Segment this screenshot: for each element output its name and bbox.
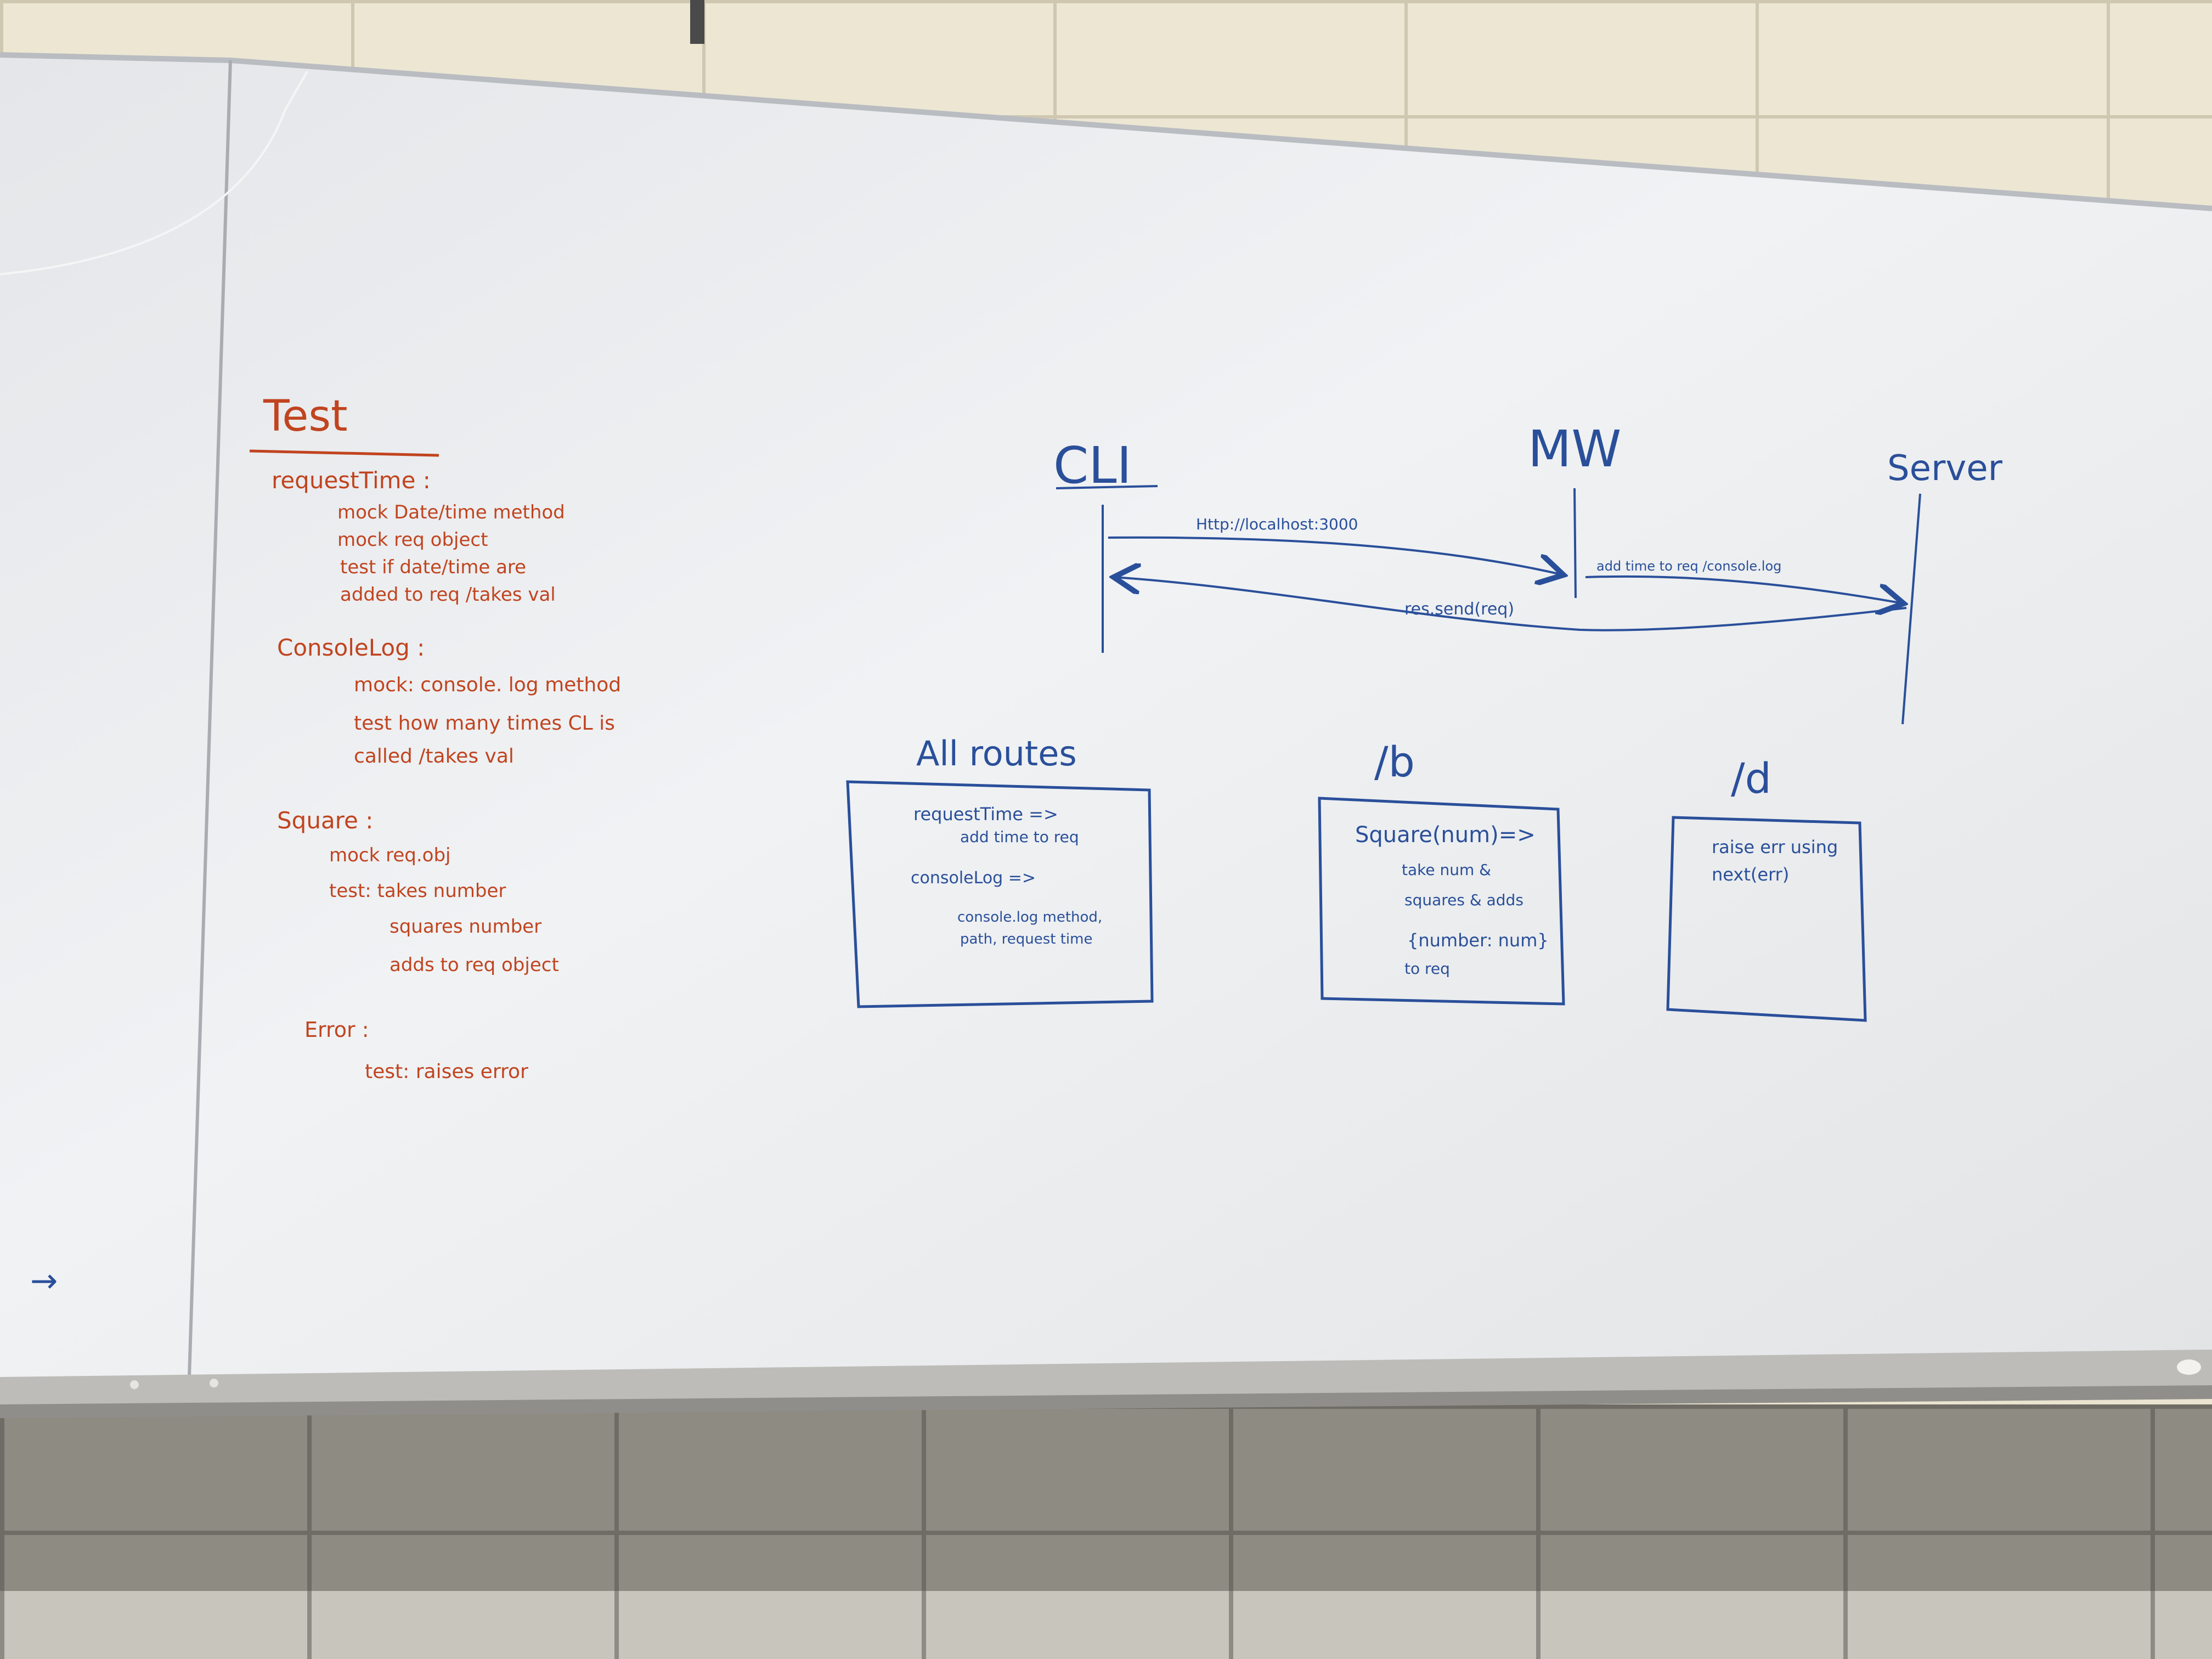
test-item-line: mock req object bbox=[337, 529, 488, 551]
panel-divider bbox=[188, 60, 232, 1378]
message-arrow bbox=[1585, 575, 1904, 603]
test-item-heading: Square : bbox=[277, 807, 373, 834]
test-item-line: adds to req object bbox=[390, 954, 559, 976]
route-line: squares & adds bbox=[1404, 891, 1523, 909]
marker-on-tray bbox=[2177, 1359, 2201, 1375]
whiteboard-surface bbox=[0, 55, 2212, 1383]
route-line: next(err) bbox=[1712, 864, 1789, 885]
route-line: take num & bbox=[1402, 861, 1491, 879]
route-line: {number: num} bbox=[1407, 930, 1549, 951]
test-item-heading: ConsoleLog : bbox=[277, 634, 425, 661]
route-boxes: All routes requestTime => add time to re… bbox=[846, 733, 1867, 1022]
test-item-line: test: raises error bbox=[365, 1060, 528, 1083]
route-line: add time to req bbox=[960, 828, 1079, 846]
actor-label: CLI bbox=[1053, 436, 1132, 495]
message-arrow bbox=[1108, 536, 1564, 575]
test-item-line: added to req /takes val bbox=[340, 584, 556, 606]
test-item-line: test: takes number bbox=[329, 880, 506, 902]
test-item-line: called /takes val bbox=[354, 745, 514, 768]
sequence-diagram: CLI MW Server Http://localhost:3000 add … bbox=[1053, 420, 2003, 725]
route-line: Square(num)=> bbox=[1355, 822, 1536, 848]
route-box-all bbox=[846, 780, 1154, 1008]
actor-label: Server bbox=[1887, 448, 2003, 489]
route-title: /b bbox=[1374, 737, 1415, 786]
route-title: All routes bbox=[916, 733, 1077, 774]
test-item-line: mock: console. log method bbox=[354, 674, 621, 696]
test-item-line: mock req.obj bbox=[329, 844, 450, 866]
message-label: Http://localhost:3000 bbox=[1196, 515, 1358, 533]
route-line: requestTime => bbox=[913, 804, 1058, 825]
test-item-line: test how many times CL is bbox=[354, 712, 615, 735]
route-line: consoleLog => bbox=[911, 868, 1036, 888]
arrow-mark: → bbox=[30, 1262, 58, 1300]
test-item-heading: Error : bbox=[304, 1018, 369, 1042]
lifeline-mw bbox=[1573, 488, 1577, 599]
route-title: /d bbox=[1731, 754, 1771, 803]
wall-tile-row bbox=[0, 1591, 2212, 1659]
test-title: Test bbox=[263, 392, 348, 441]
route-line: console.log method, bbox=[957, 909, 1102, 926]
route-line: raise err using bbox=[1712, 837, 1838, 857]
message-label: add time to req /console.log bbox=[1596, 558, 1781, 574]
route-line: path, request time bbox=[960, 931, 1092, 947]
route-line: to req bbox=[1404, 960, 1450, 978]
message-label: res.send(req) bbox=[1404, 600, 1514, 619]
test-notes: Test requestTime : mock Date/time method… bbox=[249, 392, 621, 1083]
test-item-heading: requestTime : bbox=[272, 467, 431, 494]
test-item-line: mock Date/time method bbox=[337, 501, 565, 523]
lifeline-server bbox=[1901, 493, 1921, 725]
route-box-b bbox=[1318, 797, 1565, 1006]
route-box-d bbox=[1666, 816, 1867, 1022]
actor-label: MW bbox=[1528, 420, 1621, 478]
test-item-line: squares number bbox=[390, 916, 541, 938]
test-item-line: test if date/time are bbox=[340, 556, 526, 578]
message-arrow bbox=[1114, 577, 1907, 631]
